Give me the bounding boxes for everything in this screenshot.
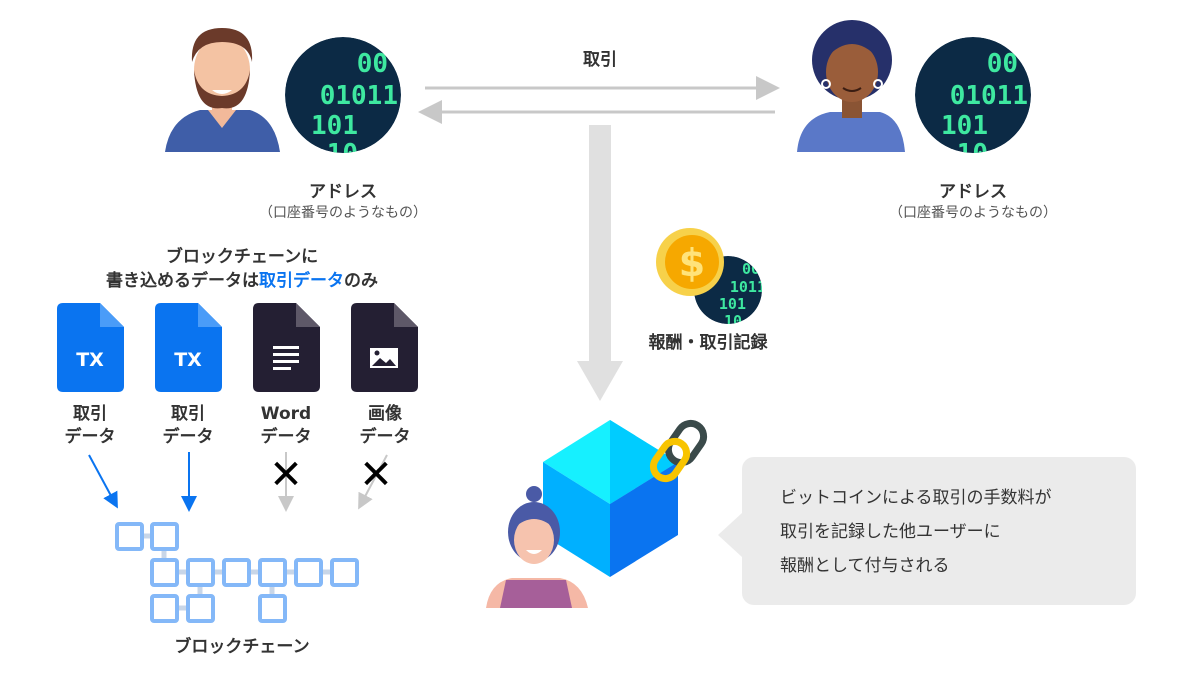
file-label: 取引データ bbox=[64, 404, 116, 447]
svg-text:10: 10 bbox=[327, 139, 358, 169]
image-file-icon bbox=[351, 303, 418, 392]
block bbox=[222, 558, 251, 587]
address-label-left: アドレス bbox=[309, 182, 377, 202]
left-title-line2: 書き込めるデータは取引データのみ bbox=[106, 266, 378, 291]
user-avatar bbox=[486, 486, 588, 608]
woman-avatar bbox=[797, 20, 905, 152]
block bbox=[150, 522, 179, 551]
rejected-arrow bbox=[358, 454, 388, 510]
block bbox=[115, 522, 144, 551]
bubble-line: ビットコインによる取引の手数料が bbox=[780, 488, 1052, 508]
svg-text:10: 10 bbox=[724, 312, 742, 330]
coin-icon: $ bbox=[656, 228, 724, 296]
svg-text:00: 00 bbox=[742, 260, 760, 278]
blockchain-label: ブロックチェーン bbox=[174, 637, 310, 657]
speech-bubble: ビットコインによる取引の手数料が 取引を記録した他ユーザーに 報酬として付与され… bbox=[718, 457, 1136, 605]
binary-address-icon: 00 01011 101 10 bbox=[915, 37, 1031, 169]
block bbox=[258, 558, 287, 587]
svg-text:10: 10 bbox=[957, 139, 988, 169]
blockchain-graphic bbox=[115, 522, 359, 623]
svg-text:01011: 01011 bbox=[950, 81, 1028, 111]
left-title-line1: ブロックチェーンに bbox=[165, 247, 319, 267]
svg-text:101: 101 bbox=[719, 295, 746, 313]
reward-label: 報酬・取引記録 bbox=[648, 333, 768, 353]
block bbox=[258, 594, 287, 623]
address-note-left: （口座番号のようなもの） bbox=[259, 205, 427, 221]
svg-text:00: 00 bbox=[987, 49, 1018, 79]
title-prefix: 書き込めるデータは bbox=[106, 271, 259, 291]
transaction-label: 取引 bbox=[583, 50, 617, 70]
binary-address-icon: 00 01011 101 10 bbox=[285, 37, 401, 169]
man-avatar bbox=[165, 28, 280, 152]
document-file-icon bbox=[253, 303, 320, 392]
block bbox=[294, 558, 323, 587]
svg-text:101: 101 bbox=[311, 111, 358, 141]
reject-x-icon: ✕ bbox=[359, 452, 393, 498]
svg-text:00: 00 bbox=[357, 49, 388, 79]
bubble-line: 取引を記録した他ユーザーに bbox=[780, 522, 1001, 542]
title-highlight: 取引データ bbox=[259, 271, 344, 291]
svg-text:$: $ bbox=[679, 241, 705, 285]
block bbox=[186, 594, 215, 623]
svg-text:TX: TX bbox=[174, 349, 202, 371]
tx-file-icon: TX bbox=[155, 303, 222, 392]
down-arrow bbox=[577, 125, 623, 401]
file-label: 取引データ bbox=[162, 404, 214, 447]
address-label-right: アドレス bbox=[939, 182, 1007, 202]
title-suffix: のみ bbox=[344, 271, 378, 291]
address-note-right: （口座番号のようなもの） bbox=[889, 205, 1057, 221]
svg-text:TX: TX bbox=[76, 349, 104, 371]
svg-text:1011: 1011 bbox=[730, 278, 766, 296]
bubble-line: 報酬として付与される bbox=[780, 556, 950, 576]
tx-file-icon: TX bbox=[57, 303, 124, 392]
svg-text:01011: 01011 bbox=[320, 81, 398, 111]
file-label: 画像データ bbox=[359, 404, 411, 447]
svg-text:101: 101 bbox=[941, 111, 988, 141]
block bbox=[186, 558, 215, 587]
chain-link-icon bbox=[649, 419, 708, 483]
allowed-arrow bbox=[88, 454, 118, 509]
block bbox=[150, 558, 179, 587]
reject-x-icon: ✕ bbox=[269, 452, 303, 498]
block bbox=[150, 594, 179, 623]
block bbox=[330, 558, 359, 587]
block-cube-icon bbox=[543, 420, 678, 577]
